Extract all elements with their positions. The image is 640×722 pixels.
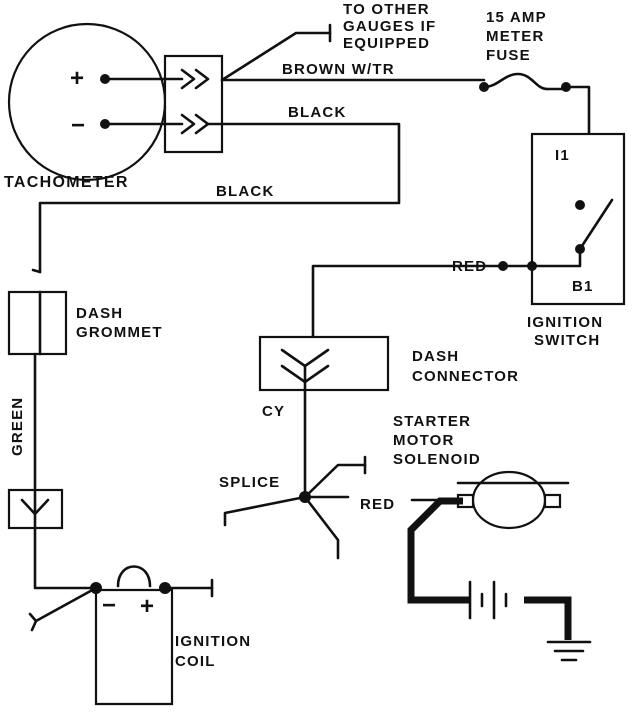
battery xyxy=(407,497,592,662)
svg-text:COIL: COIL xyxy=(175,653,216,670)
splice: SPLICE RED xyxy=(219,455,460,560)
svg-text:SWITCH: SWITCH xyxy=(534,332,600,349)
tach-plus-sign: + xyxy=(70,65,84,92)
svg-text:DASH: DASH xyxy=(76,305,123,322)
label-green: GREEN xyxy=(9,397,26,456)
svg-text:MOTOR: MOTOR xyxy=(393,432,455,449)
tachometer: + − TACHOMETER xyxy=(4,22,167,191)
svg-text:I1: I1 xyxy=(555,147,570,164)
wire-to-other-gauges xyxy=(220,31,332,82)
svg-text:SPLICE: SPLICE xyxy=(219,474,280,491)
ignition-coil: − + IGNITION COIL xyxy=(28,526,251,706)
label-brown-wtr: BROWN W/TR xyxy=(282,61,395,78)
tachometer-gauge xyxy=(7,22,167,182)
other-gauges-label: TO OTHER GAUGES IF EQUIPPED xyxy=(343,1,436,52)
coil-wire-connector xyxy=(7,488,64,530)
wire-red-switch xyxy=(311,264,505,356)
svg-text:GROMMET: GROMMET xyxy=(76,324,163,341)
svg-text:STARTER: STARTER xyxy=(393,413,471,430)
svg-text:+: + xyxy=(140,593,154,620)
label-black-left: BLACK xyxy=(216,183,275,200)
svg-text:RED: RED xyxy=(360,496,395,513)
tachometer-label: TACHOMETER xyxy=(4,174,129,191)
ignition-switch: I1 B1 IGNITION SWITCH xyxy=(501,132,626,349)
svg-text:EQUIPPED: EQUIPPED xyxy=(343,35,430,52)
svg-text:FUSE: FUSE xyxy=(486,47,531,64)
tach-connector xyxy=(103,54,224,154)
svg-text:METER: METER xyxy=(486,28,545,45)
svg-text:CY: CY xyxy=(262,403,285,420)
svg-text:TO OTHER: TO OTHER xyxy=(343,1,430,18)
svg-text:GAUGES IF: GAUGES IF xyxy=(343,18,436,35)
wire-black-top xyxy=(38,122,401,274)
svg-text:IGNITION: IGNITION xyxy=(175,633,251,650)
tach-minus-sign: − xyxy=(71,112,85,139)
label-black-top: BLACK xyxy=(288,104,347,121)
svg-text:B1: B1 xyxy=(572,278,594,295)
svg-text:CONNECTOR: CONNECTOR xyxy=(412,368,519,385)
starter-solenoid: STARTER MOTOR SOLENOID xyxy=(393,413,570,530)
svg-text:IGNITION: IGNITION xyxy=(527,314,603,331)
dash-grommet: DASH GROMMET xyxy=(7,268,163,356)
svg-text:15 AMP: 15 AMP xyxy=(486,9,547,26)
svg-text:DASH: DASH xyxy=(412,348,459,365)
svg-text:−: − xyxy=(102,592,116,619)
dash-connector: DASH CONNECTOR CY xyxy=(258,335,519,420)
svg-text:SOLENOID: SOLENOID xyxy=(393,451,481,468)
label-red-switch: RED xyxy=(452,258,487,275)
